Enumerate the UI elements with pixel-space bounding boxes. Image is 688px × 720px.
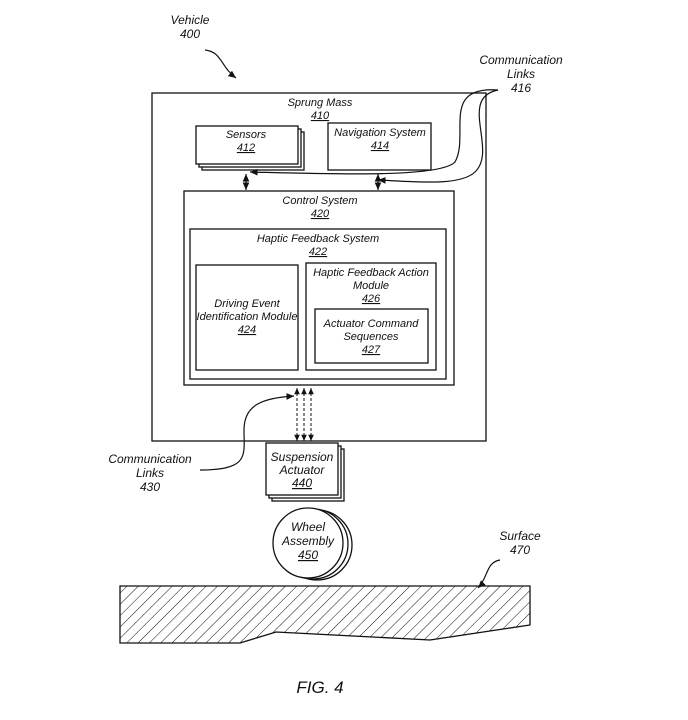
comm-links-430-pointer [199,393,295,471]
surface-label: Surface [499,529,541,543]
navigation-label: Navigation System [334,127,426,139]
actuator-command-line2: Sequences [343,331,399,343]
haptic-system-ref: 422 [309,246,327,258]
navigation-ref: 414 [371,140,389,152]
haptic-action-line2: Module [353,280,389,292]
comm-link-416-a [249,89,499,176]
haptic-system-label: Haptic Feedback System [257,233,379,245]
figure-label: FIG. 4 [296,678,343,697]
driving-event-line1: Driving Event [214,298,280,310]
comm-links-bottom-line2: Links [136,466,164,480]
surface-ground [119,585,531,644]
sensors-stack [195,125,305,171]
suspension-actuator-stack [265,442,345,502]
sprung-mass-label: Sprung Mass [288,97,353,109]
vehicle-pointer [204,49,237,79]
sensors-label: Sensors [226,129,267,141]
sprung-mass-ref: 410 [311,110,330,122]
actuator-command-box [314,308,429,364]
actuator-command-ref: 427 [362,344,381,356]
suspension-line2: Actuator [279,463,326,477]
driving-event-ref: 424 [238,324,256,336]
driving-event-line2: Identification Module [197,311,298,323]
haptic-action-line1: Haptic Feedback Action [313,267,429,279]
wheel-assembly [272,507,353,581]
wheel-line2: Assembly [281,534,335,548]
comm-links-430-lines [294,388,314,441]
comm-link-416-b [377,89,499,184]
vehicle-ref: 400 [180,27,200,41]
suspension-ref: 440 [292,476,312,490]
haptic-action-ref: 426 [362,293,381,305]
comm-links-top-line2: Links [507,67,535,81]
comm-links-top-line1: Communication [479,53,563,67]
surface-pointer [477,559,501,589]
actuator-command-line1: Actuator Command [323,318,420,330]
comm-links-bottom-line1: Communication [108,452,192,466]
comm-links-bottom-ref: 430 [140,480,160,494]
wheel-ref: 450 [298,548,318,562]
suspension-line1: Suspension [271,450,334,464]
navigation-box [327,122,432,171]
vehicle-label: Vehicle [171,13,210,27]
driving-event-box [195,264,299,371]
comm-links-top-ref: 416 [511,81,531,95]
wheel-line1: Wheel [291,520,325,534]
control-system-label: Control System [282,195,357,207]
surface-ref: 470 [510,543,530,557]
control-system-ref: 420 [311,208,330,220]
sensors-ref: 412 [237,142,255,154]
